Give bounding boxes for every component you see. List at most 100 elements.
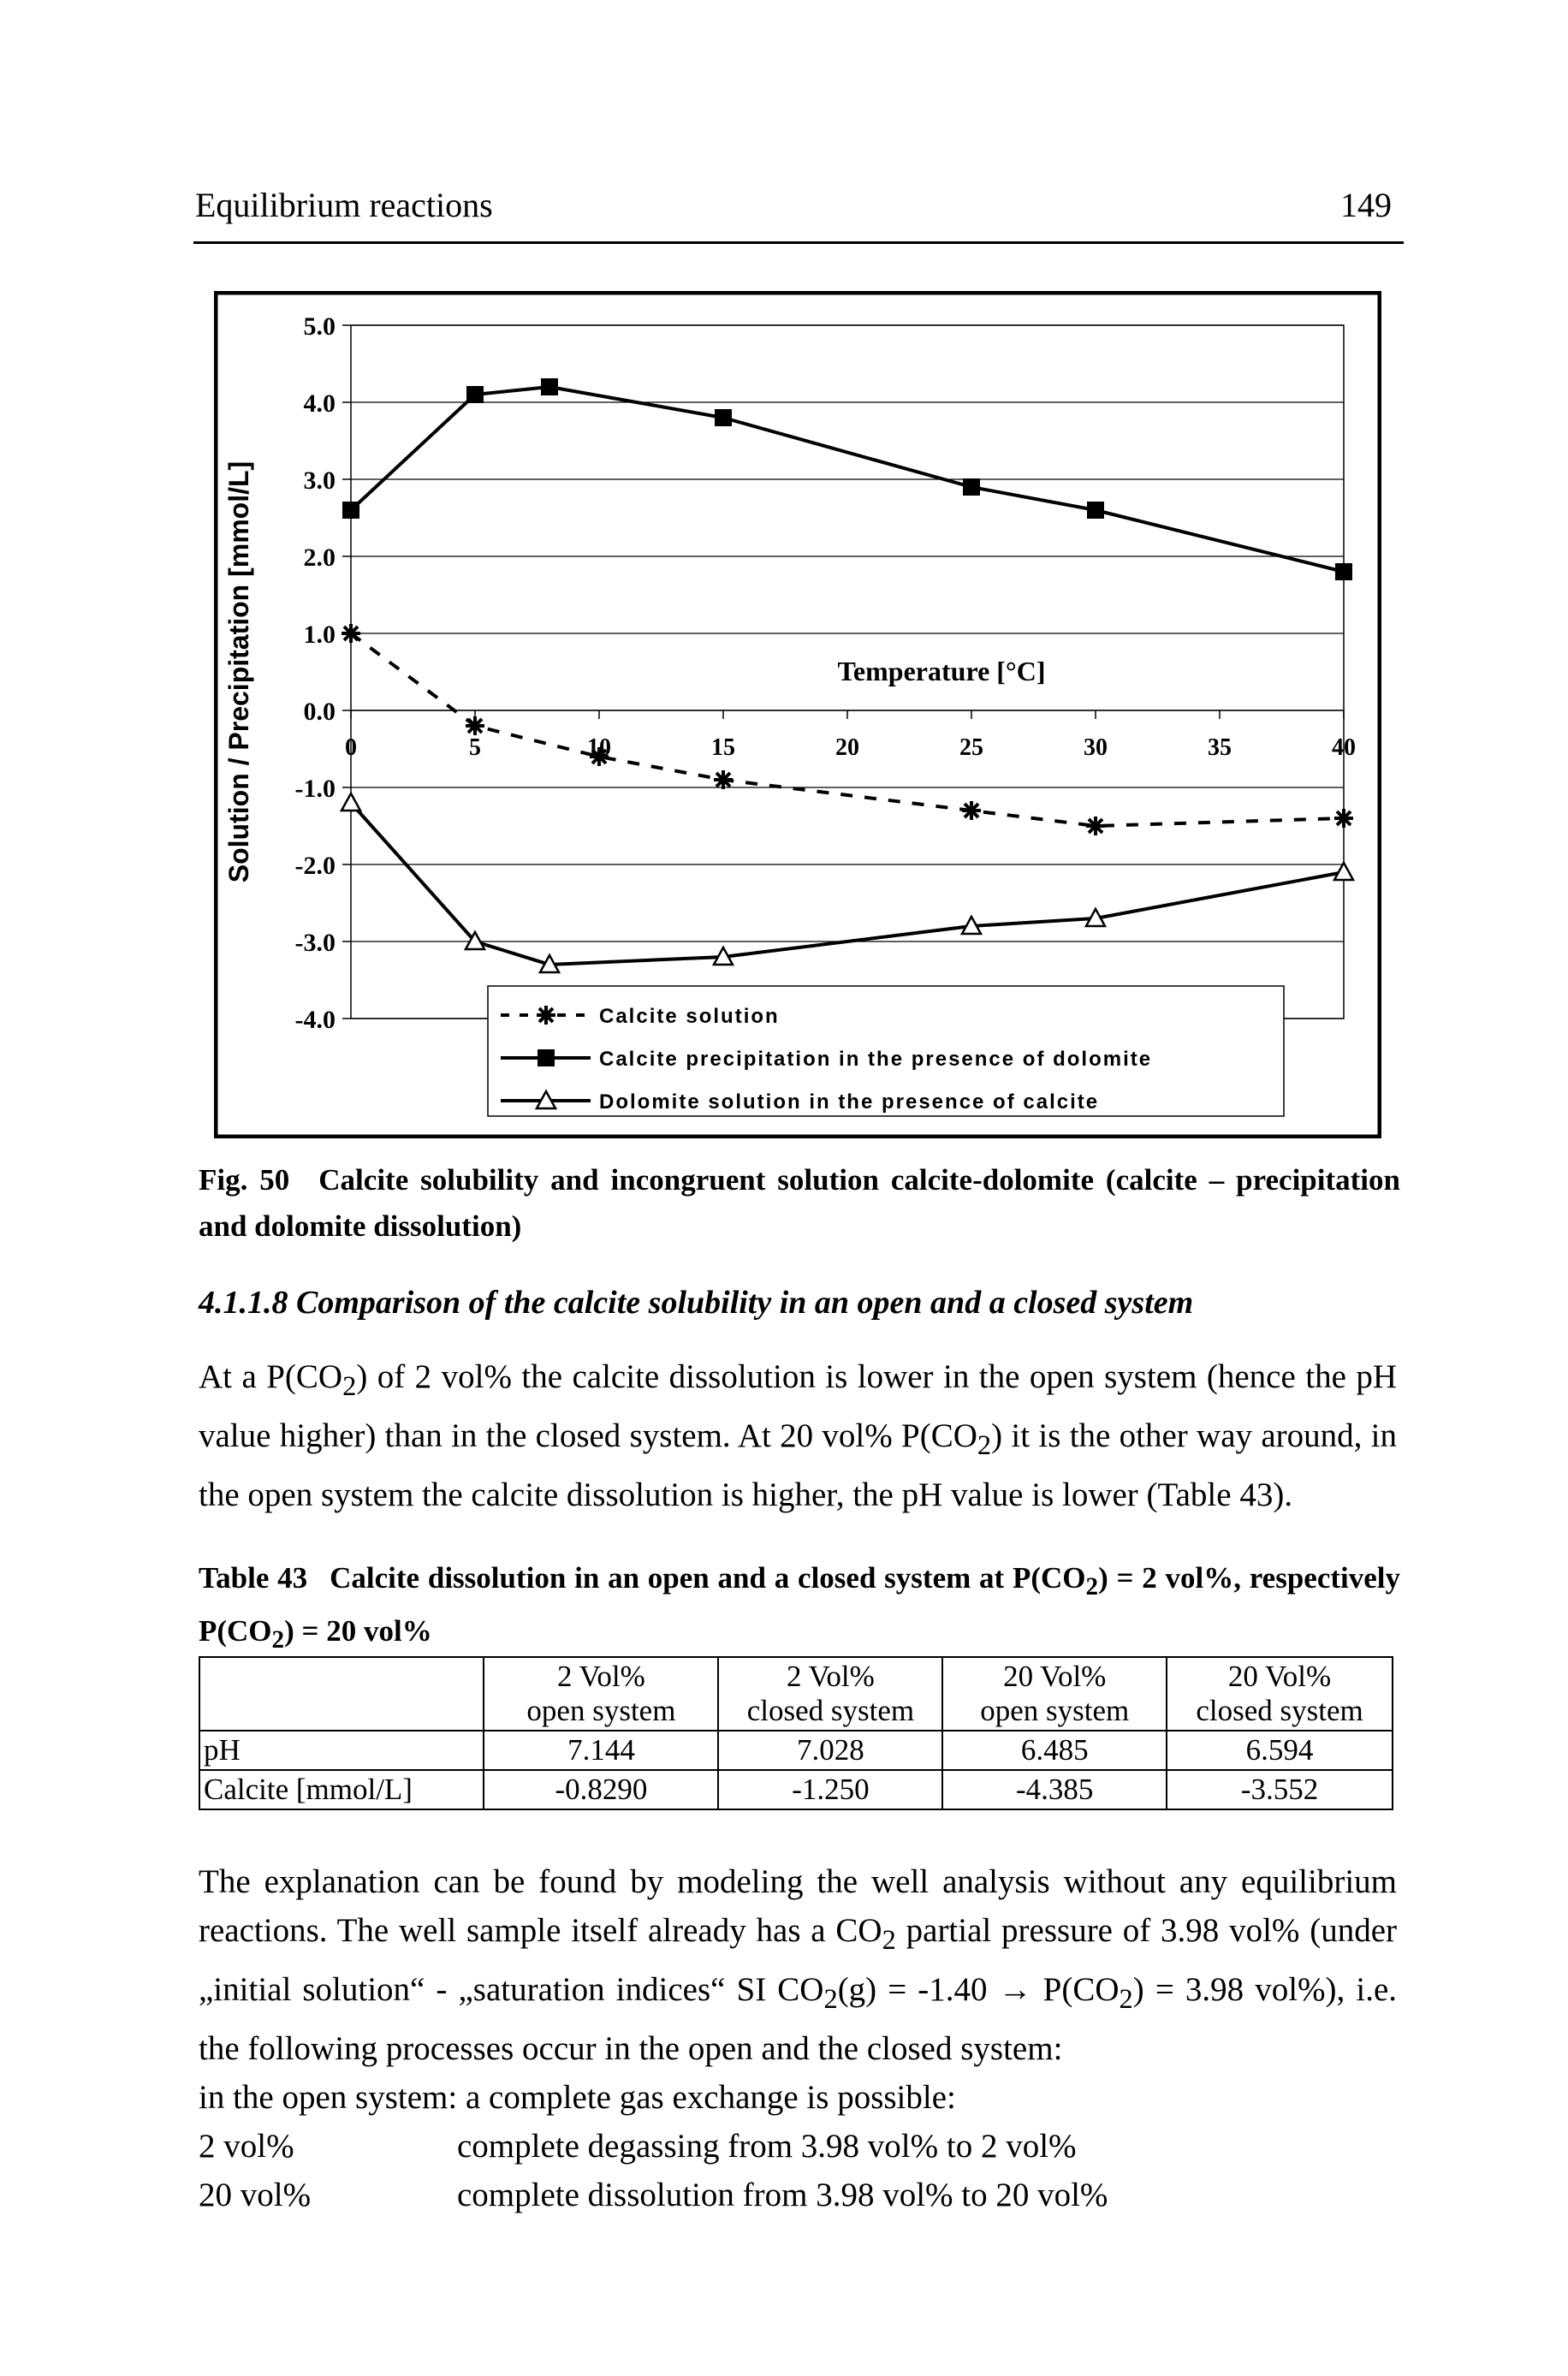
asterisk-marker [342, 624, 360, 643]
col-header: 2 Vol%closed system [717, 1656, 944, 1732]
asterisk-marker [537, 1006, 555, 1025]
y-tick-label: -2.0 [295, 852, 336, 880]
asterisk-marker [962, 801, 981, 820]
asterisk-stroke [1335, 810, 1352, 827]
series-layer [339, 378, 1356, 974]
x-tick-label: 35 [1208, 734, 1232, 761]
row-label: pH [198, 1730, 485, 1771]
y-tick-label: 0.0 [304, 698, 336, 726]
col-header-line1: 20 Vol% [1227, 1660, 1332, 1693]
process-row-right: complete dissolution from 3.98 vol% to 2… [457, 2176, 1108, 2213]
process-row: 2 vol% complete degassing from 3.98 vol% … [199, 2122, 1397, 2171]
y-tick-label: 4.0 [304, 389, 336, 418]
y-tick-label: -3.0 [295, 929, 336, 957]
table-header-row: 2 Vol%open system 2 Vol%closed system 20… [198, 1656, 1393, 1732]
x-axis-label: Temperature [°C] [838, 656, 1046, 686]
triangle-marker [463, 930, 487, 951]
table-caption-number: Table 43 [199, 1561, 308, 1595]
para2-sub-1: 2 [882, 1924, 896, 1956]
table-cell: 7.028 [717, 1730, 944, 1771]
asterisk-stroke [715, 771, 732, 788]
col-header: 20 Vol%open system [941, 1656, 1168, 1732]
y-tick-label: 1.0 [304, 621, 336, 649]
para1-sub-2: 2 [977, 1429, 992, 1461]
series-triangle [339, 791, 1356, 974]
running-header: Equilibrium reactions 149 [193, 180, 1404, 247]
table-corner-cell [198, 1656, 485, 1732]
calcite-chart: 5.0 4.0 3.0 2.0 1.0 0.0 -1.0 -2.0 -3.0 -4.0 Solut… [214, 291, 1381, 1138]
para1-sub-1: 2 [342, 1370, 357, 1402]
legend-box [487, 985, 1285, 1117]
x-tick-label: 30 [1084, 734, 1108, 761]
square-marker [963, 478, 980, 496]
process-row-left: 2 vol% [199, 2127, 294, 2165]
x-tick-label: 5 [469, 734, 481, 761]
x-tick-label: 25 [959, 734, 983, 761]
table-caption-sub-2: 2 [271, 1626, 285, 1654]
col-header: 2 Vol%open system [483, 1656, 720, 1732]
paragraph-explanation: The explanation can be found by modeling… [199, 1857, 1397, 2219]
figure-50: 5.0 4.0 3.0 2.0 1.0 0.0 -1.0 -2.0 -3.0 -4.0 Solut… [214, 291, 1381, 1138]
triangle-marker [1332, 860, 1356, 882]
asterisk-stroke [466, 717, 484, 734]
x-tick-label: 15 [711, 734, 735, 761]
table-cell: 6.485 [941, 1730, 1168, 1771]
col-header: 20 Vol%closed system [1166, 1656, 1393, 1732]
y-tick-label: 5.0 [304, 312, 336, 341]
table-caption-sub-1: 2 [1085, 1573, 1099, 1601]
header-rule [193, 241, 1404, 244]
para2-text-4: ) = 3.98 vol%), i.e. the following proce… [199, 1970, 1397, 2067]
asterisk-marker [466, 716, 484, 735]
square-marker [342, 502, 359, 519]
asterisk-stroke [538, 1007, 555, 1024]
asterisk-stroke [1087, 817, 1104, 835]
y-tick-label: -1.0 [295, 775, 336, 803]
para1-text-3: ) it is the other way around, in the ope… [199, 1417, 1397, 1513]
asterisk-stroke [342, 625, 359, 642]
square-marker [541, 378, 558, 395]
square-marker [466, 386, 484, 403]
table-row: Calcite [mmol/L] -0.8290 -1.250 -4.385 -… [198, 1769, 1393, 1810]
y-tick-label: 2.0 [304, 544, 336, 572]
table-cell: -0.8290 [483, 1769, 720, 1810]
asterisk-marker [1086, 817, 1105, 835]
y-tick-labels: 5.0 4.0 3.0 2.0 1.0 0.0 -1.0 -2.0 -3.0 -4.0 [295, 312, 336, 1034]
asterisk-marker [1334, 809, 1353, 828]
page-number: 149 [1340, 186, 1392, 224]
col-header-line2: open system [526, 1694, 676, 1727]
square-marker [1335, 563, 1352, 580]
x-tick-label: 0 [345, 734, 357, 761]
y-tick-label: -4.0 [295, 1006, 336, 1034]
table-row: pH 7.144 7.028 6.485 6.594 [198, 1730, 1393, 1771]
legend-label: Dolomite solution in the presence of cal… [599, 1090, 1099, 1114]
col-header-line2: closed system [746, 1694, 915, 1727]
figure-caption-text: Calcite solubility and incongruent solut… [199, 1163, 1400, 1243]
y-tick-label: 3.0 [304, 466, 336, 495]
section-heading: 4.1.1.8 Comparison of the calcite solubi… [199, 1285, 1194, 1321]
y-axis-label: Solution / Precipitation [mmol/L] [223, 461, 254, 882]
para2-sub-2: 2 [823, 1983, 838, 2015]
asterisk-marker [714, 770, 733, 789]
col-header-line1: 2 Vol% [787, 1660, 875, 1693]
process-row-right: complete degassing from 3.98 vol% to 2 v… [457, 2127, 1077, 2165]
table-43: 2 Vol%open system 2 Vol%closed system 20… [198, 1656, 1393, 1810]
table-caption-text-2: ) = 2 vol%, respectively P(CO [199, 1561, 1400, 1648]
table-cell: -3.552 [1166, 1769, 1393, 1810]
para1-text-1: At a P(CO [199, 1358, 343, 1395]
table-cell: -1.250 [717, 1769, 944, 1810]
para2-text-3: (g) = -1.40 → P(CO [837, 1970, 1120, 2008]
para1-text-2: ) of 2 vol% the calcite dissolution is l… [199, 1358, 1397, 1454]
triangle-marker [534, 1089, 558, 1110]
triangle-marker [538, 953, 561, 974]
square-marker [715, 409, 732, 426]
asterisk-stroke [591, 748, 608, 765]
triangle-marker [959, 914, 983, 936]
para2-sub-3: 2 [1119, 1983, 1133, 2015]
col-header-line2: open system [980, 1694, 1130, 1727]
series-asterisk [342, 624, 1353, 835]
table-caption-text-3: ) = 20 vol% [284, 1614, 432, 1648]
